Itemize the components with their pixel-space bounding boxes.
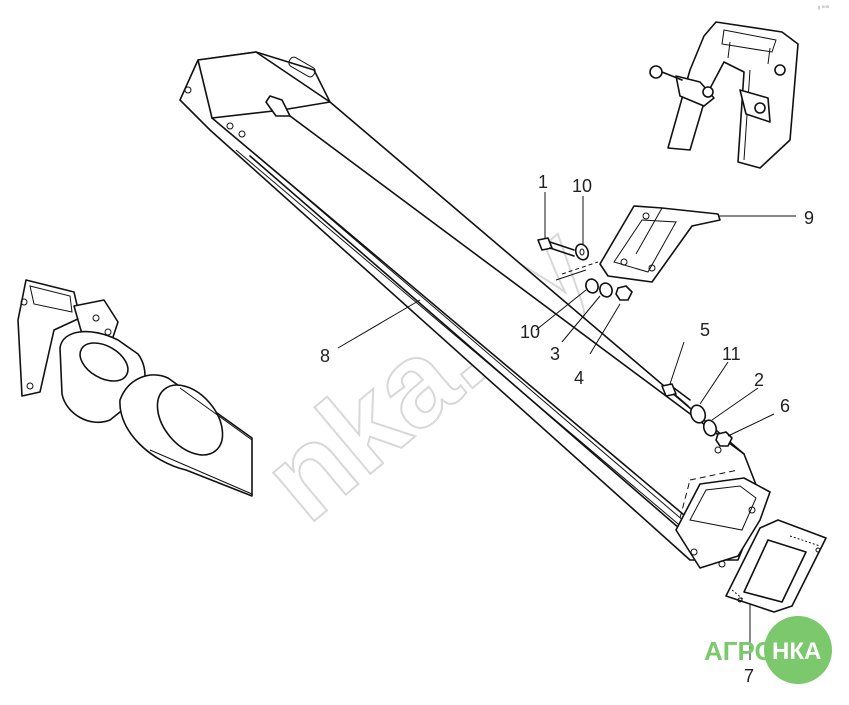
callout-2: 2 [754, 370, 764, 390]
logo-right-text: НКА [772, 638, 821, 665]
callout-7: 7 [744, 666, 754, 686]
bracket-part [599, 205, 721, 283]
callout-5: 5 [700, 320, 710, 340]
callout-4: 4 [574, 368, 584, 388]
brand-logo: АГРО НКА [704, 616, 832, 684]
nut-part [615, 285, 633, 301]
bolt-part [661, 383, 691, 407]
leader-lines [337, 192, 796, 660]
logo-circle [764, 616, 832, 684]
beam-part [179, 51, 771, 569]
washer-part [574, 243, 613, 298]
callout-10-upper: 10 [572, 176, 592, 196]
callouts: 1 10 9 10 3 4 8 5 11 2 6 7 [320, 172, 814, 686]
mount-frame-part [649, 21, 799, 169]
callout-9: 9 [804, 208, 814, 228]
callout-6: 6 [780, 396, 790, 416]
washer-part [689, 404, 718, 437]
callout-3: 3 [550, 344, 560, 364]
callout-10-lower: 10 [520, 322, 540, 342]
callout-8: 8 [320, 346, 330, 366]
callout-1: 1 [538, 172, 548, 192]
callout-11: 11 [722, 344, 741, 364]
bolt-part [537, 237, 575, 257]
logo-left-text: АГРО [704, 636, 775, 666]
nut-part [715, 431, 733, 447]
corner-mark: ᵍ ⁰⁰⁰ [818, 5, 830, 12]
auger-pipe-part [17, 279, 253, 497]
gasket-part [725, 519, 827, 613]
